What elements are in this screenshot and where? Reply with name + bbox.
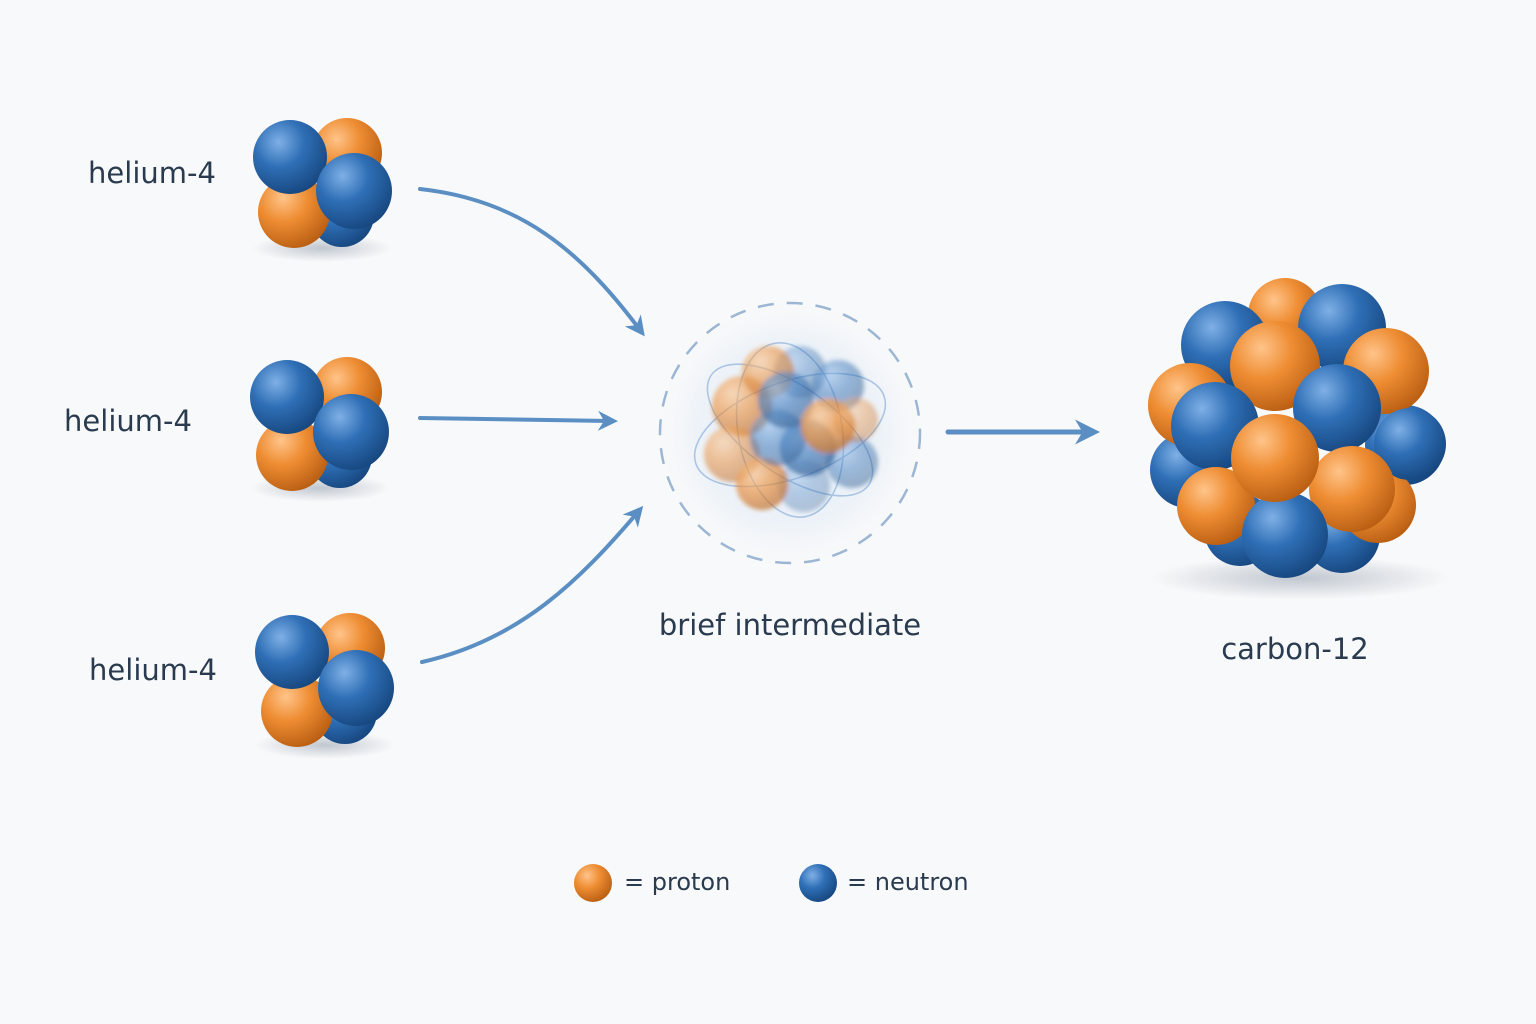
arrow-top	[418, 187, 645, 337]
helium-label-3: helium-4	[89, 653, 217, 687]
helium-nucleus-1	[253, 118, 392, 248]
carbon-nucleus	[1148, 278, 1446, 578]
legend-neutron-swatch	[799, 864, 837, 902]
intermediate-label: brief intermediate	[659, 608, 921, 642]
carbon-label: carbon-12	[1221, 632, 1369, 666]
legend: = proton = neutron	[574, 864, 969, 902]
legend-neutron-label: = neutron	[847, 868, 969, 896]
legend-proton-label: = proton	[624, 868, 730, 896]
arrow-bottom	[420, 505, 644, 664]
helium-label-2: helium-4	[64, 404, 192, 438]
helium-nucleus-3	[255, 613, 394, 747]
intermediate-nucleus	[655, 298, 925, 568]
helium-nucleus-2	[250, 357, 389, 491]
legend-proton-swatch	[574, 864, 612, 902]
helium-label-1: helium-4	[88, 156, 216, 190]
arrow-middle	[418, 410, 618, 431]
